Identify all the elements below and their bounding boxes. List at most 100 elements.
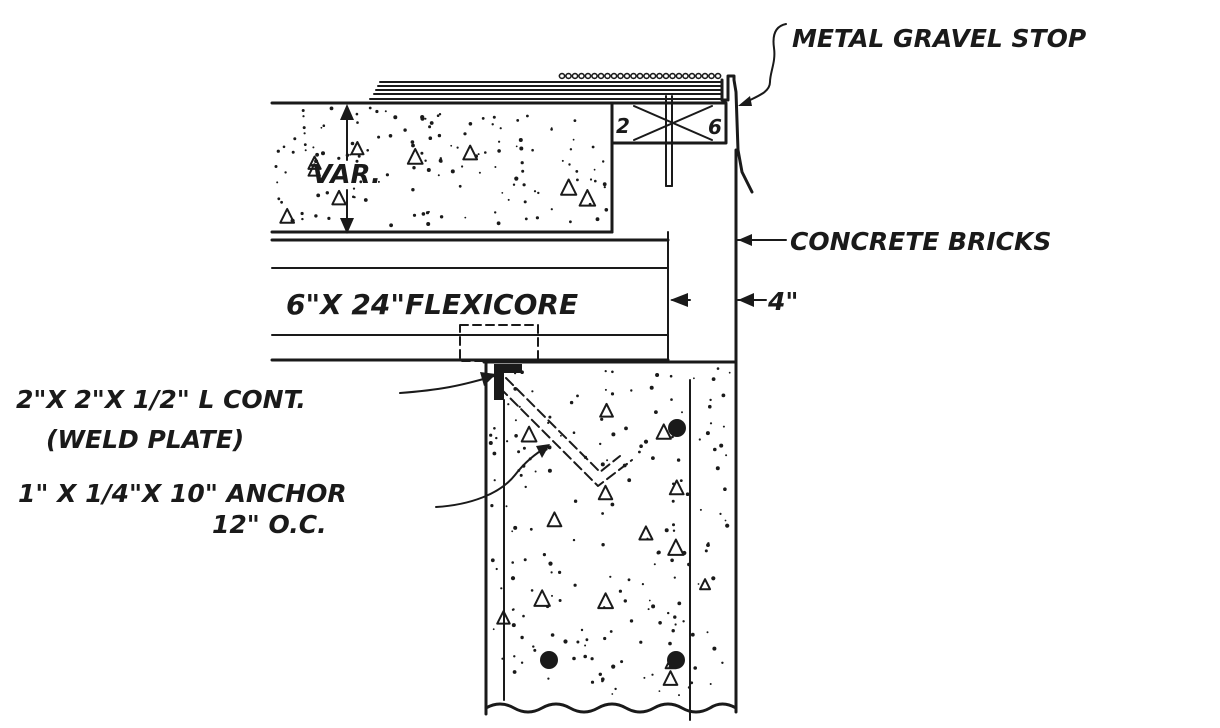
stipple-dot <box>590 680 595 684</box>
stipple-dot <box>439 159 443 163</box>
concrete-bricks-label: CONCRETE BRICKS <box>790 227 1051 256</box>
aggregate-mark <box>699 578 712 591</box>
stipple-dot <box>492 451 497 456</box>
stipple-dot <box>721 393 726 398</box>
stipple-dot <box>550 633 555 637</box>
stipple-dot <box>547 468 552 473</box>
stipple-dot <box>721 661 724 664</box>
steel-angle-anchor: 2"X 2"X 1/2" L CONT. (WELD PLATE) 1" X 1… <box>16 364 633 539</box>
stipple-dot <box>550 571 553 574</box>
stipple-dot <box>388 134 393 138</box>
gravel-stone <box>617 72 624 80</box>
stipple-dot <box>506 440 509 443</box>
stipple-dot <box>518 138 523 142</box>
stipple-dot <box>656 551 660 555</box>
stipple-dot <box>377 180 380 183</box>
gravel-stone <box>610 72 618 80</box>
stipple-dot <box>514 434 518 438</box>
stipple-dot <box>709 398 712 402</box>
stipple-dot <box>519 146 524 151</box>
stipple-dot <box>377 135 381 139</box>
stipple-dot <box>511 623 516 628</box>
stipple-dot <box>639 444 643 449</box>
stipple-dot <box>501 657 504 660</box>
stipple-dot <box>355 159 359 163</box>
stipple-dot <box>725 523 730 528</box>
stipple-dot <box>672 523 675 527</box>
stipple-dot <box>411 143 415 148</box>
stipple-dot <box>456 146 459 149</box>
stipple-dot <box>671 499 675 503</box>
gravel-stone <box>708 72 715 80</box>
gravel-row <box>558 72 722 80</box>
stipple-dot <box>604 208 609 212</box>
stipple-dot <box>725 454 728 457</box>
stipple-dot <box>614 687 617 691</box>
stipple-dot <box>716 367 720 370</box>
stipple-dot <box>535 216 540 220</box>
stipple-dot <box>690 681 694 685</box>
stipple-dot <box>563 639 568 644</box>
stipple-dot <box>561 159 564 162</box>
concrete-bricks-face: CONCRETE BRICKS <box>667 148 1051 714</box>
stipple-dot <box>589 178 593 181</box>
stipple-dot <box>359 180 363 184</box>
stipple-dot <box>602 182 607 187</box>
stipple-dot <box>653 563 656 566</box>
stipple-dot <box>724 519 727 522</box>
stipple-dot <box>301 217 304 221</box>
stipple-dot <box>593 168 596 171</box>
gravel-stone <box>565 72 572 80</box>
stipple-dot <box>511 561 514 564</box>
stipple-dot <box>623 599 627 603</box>
stipple-dot <box>611 432 616 437</box>
stipple-dot <box>610 392 615 396</box>
gravel-stop-label: METAL GRAVEL STOP <box>792 24 1086 53</box>
stipple-dot <box>513 655 516 658</box>
aggregate-mark <box>307 155 322 170</box>
stipple-dot <box>569 148 573 151</box>
four-inch-dimension: 4" <box>670 287 798 316</box>
stipple-dot <box>681 411 683 414</box>
stipple-dot <box>468 122 473 126</box>
aggregate-mark <box>560 178 578 196</box>
stipple-dot <box>301 109 305 112</box>
stipple-dot <box>439 215 444 219</box>
gravel-stone <box>662 72 670 80</box>
stipple-dot <box>522 614 525 618</box>
stipple-dot <box>569 220 572 224</box>
stipple-dot <box>722 425 725 428</box>
aggregate-mark <box>496 610 511 625</box>
stipple-dot <box>558 599 562 602</box>
stipple-dot <box>598 672 602 676</box>
stipple-dot <box>280 200 283 204</box>
stipple-dot <box>426 168 431 172</box>
anchor-label-line2: 12" O.C. <box>212 510 327 539</box>
stipple-dot <box>672 529 676 532</box>
stipple-dot <box>678 694 680 697</box>
stipple-dot <box>591 145 595 149</box>
stipple-dot <box>356 121 359 124</box>
stipple-dot <box>611 664 616 669</box>
stipple-dot <box>647 608 650 611</box>
stipple-dot <box>403 128 407 132</box>
stipple-dot <box>505 505 508 508</box>
stipple-dot <box>576 178 579 182</box>
rebar-top-right <box>668 419 686 437</box>
stipple-dot <box>303 132 306 135</box>
stipple-dot <box>620 660 624 664</box>
gravel-stone <box>578 72 585 80</box>
stipple-dot <box>709 422 713 425</box>
stipple-dot <box>429 121 434 125</box>
aggregate-mark <box>655 423 672 440</box>
stipple-dot <box>302 115 305 118</box>
stipple-dot <box>558 570 562 575</box>
stipple-dot <box>604 370 607 373</box>
stipple-dot <box>316 193 321 198</box>
aggregate-mark <box>578 189 597 207</box>
stipple-dot <box>412 166 416 170</box>
stipple-dot <box>611 370 614 374</box>
stipple-dot <box>658 621 662 625</box>
stipple-dot <box>494 166 497 168</box>
rebar-bottom-right <box>667 651 685 669</box>
